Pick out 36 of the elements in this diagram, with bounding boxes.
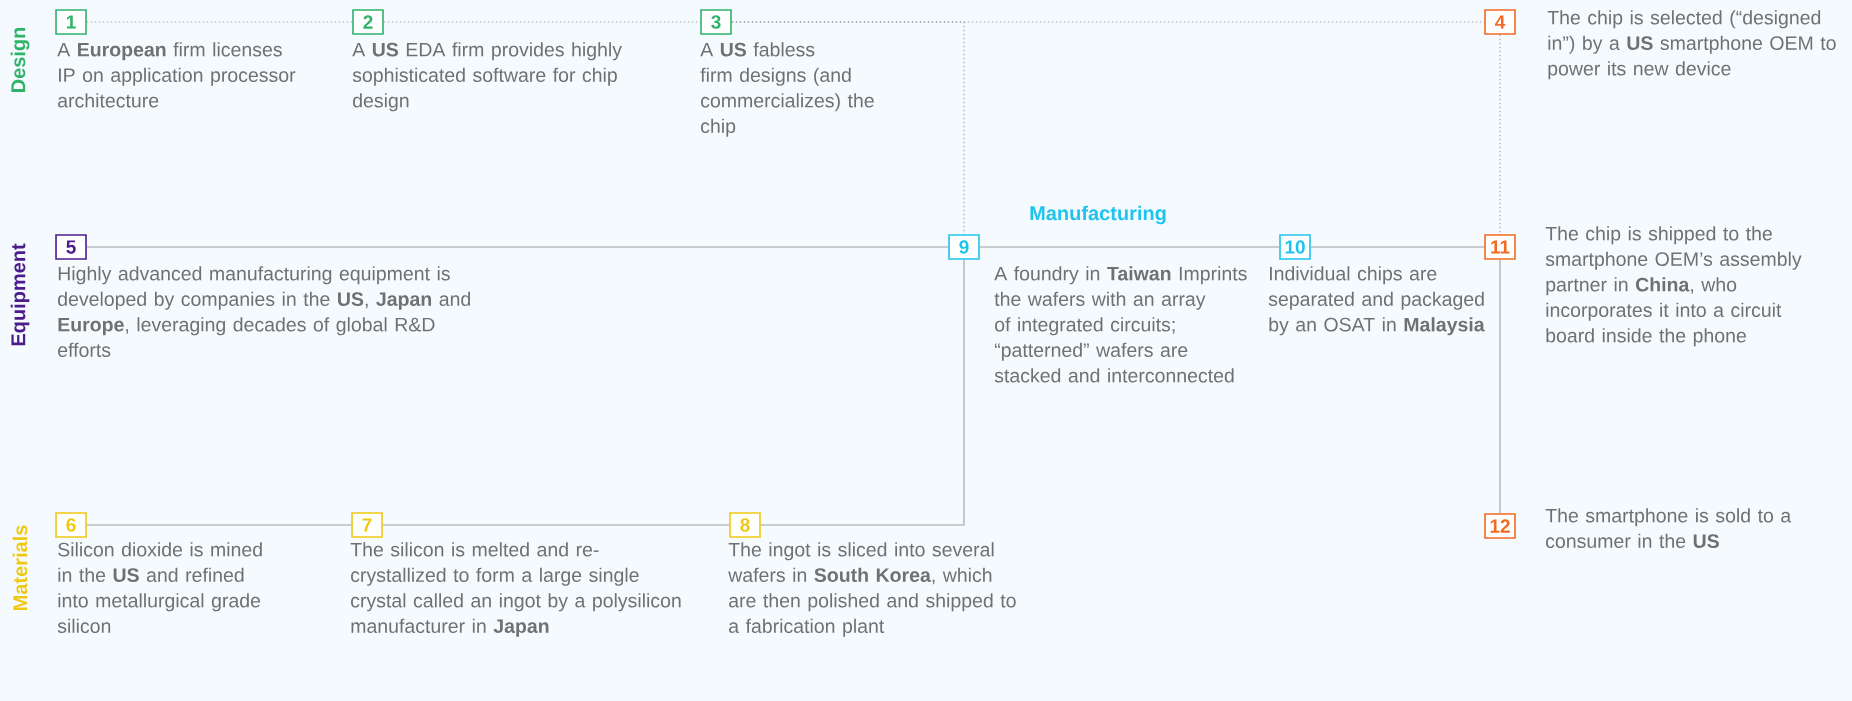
number-box: 11: [1484, 234, 1516, 260]
step-description: A US EDA firm provides highly sophisticated software for chip design: [352, 42, 622, 112]
step-description: A US fabless firm designs (and commercializes) the chip: [700, 42, 874, 137]
step-description: The silicon is melted and re-crystallized to form a large single crystal called an ingot by a polysilicon manufacturer in Japan: [350, 542, 681, 637]
step-description: The ingot is sliced into several wafers in South Korea, which are then polished and shipped to a fabrication plant: [728, 542, 1016, 637]
number-box: 10: [1279, 234, 1311, 260]
number-box: 8: [729, 512, 761, 538]
number-box: 4: [1484, 9, 1516, 35]
section-heading: Equipment: [10, 243, 30, 346]
step-description: A European firm licenses IP on application processor architecture: [57, 42, 296, 108]
step-description: Highly advanced manufacturing equipment is developed by companies in the US, Japan and Europe, leveraging decades of global R&D efforts: [58, 266, 470, 357]
step-description: The chip is selected (“designed in”) by a US smartphone OEM to power its new device: [1547, 10, 1836, 80]
number-box: 3: [700, 9, 732, 35]
number-box: 1: [55, 9, 87, 35]
connector-line: [382, 524, 730, 526]
number-box: 9: [948, 234, 980, 260]
number-box: 2: [352, 9, 384, 35]
connector-line: [1310, 246, 1485, 248]
connector-line: [979, 246, 1280, 248]
number-box: 7: [351, 512, 383, 538]
connector-line: [1499, 259, 1501, 514]
section-heading: Materials: [12, 525, 28, 610]
number-box: 5: [55, 234, 87, 260]
connector-line: [86, 524, 352, 526]
number-box: 12: [1484, 513, 1516, 539]
connector-line: [760, 259, 965, 526]
step-description: Silicon dioxide is mined in the US and refined into metallurgical grade silicon: [57, 542, 262, 633]
step-description: A foundry in Taiwan Imprints the wafers with an array of integrated circuits; “patterned” wafers are stacked and interconnected: [994, 266, 1247, 383]
step-description: The smartphone is sold to a consumer in the US: [1545, 508, 1792, 548]
section-heading: Design: [10, 27, 30, 92]
connector-line: [731, 21, 965, 235]
connector-line: [86, 246, 949, 248]
section-heading: Manufacturing: [1030, 205, 1166, 225]
step-description: Individual chips are separated and packaged by an OSAT in Malaysia: [1268, 266, 1485, 336]
step-description: The chip is shipped to the smartphone OEM’s assembly partner in China, who incorporates it into a circuit board inside the phone: [1545, 226, 1802, 347]
number-box: 6: [55, 512, 87, 538]
